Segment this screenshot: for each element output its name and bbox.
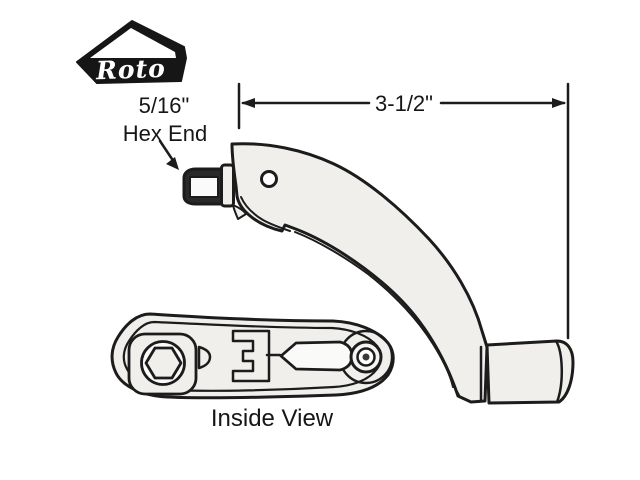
retainer-clip xyxy=(231,329,271,383)
detent-bump xyxy=(197,345,212,370)
arrowhead-left-icon xyxy=(241,98,255,108)
hex-socket xyxy=(144,346,183,380)
crank-side-view xyxy=(182,142,575,405)
arrowhead-right-icon xyxy=(552,98,566,108)
pivot-hole xyxy=(260,170,278,188)
crank-handle-body xyxy=(230,142,489,404)
inside-view-label: Inside View xyxy=(211,405,334,432)
arm-tip-facet xyxy=(451,382,460,396)
head-wedge-detail xyxy=(232,204,247,220)
crank-inside-view xyxy=(110,312,395,400)
hex-shaft-face xyxy=(189,176,219,198)
dimension-label: 3-1/2" xyxy=(375,91,433,116)
hex-end-arrowhead-icon xyxy=(166,157,179,170)
shaft-collar xyxy=(220,163,235,208)
dimension-annotation xyxy=(237,82,570,340)
logo-roof-inner xyxy=(90,28,176,58)
hex-size-label: 5/16" xyxy=(139,93,190,118)
lever-detail xyxy=(279,340,354,372)
hex-end-annotation: 5/16" Hex End xyxy=(123,93,207,170)
hex-end-label: Hex End xyxy=(123,121,207,146)
knob-cap-line xyxy=(554,339,564,404)
housing-inner-outline xyxy=(122,320,382,392)
roto-logo: Roto xyxy=(76,20,187,85)
logo-brand-text: Roto xyxy=(95,54,167,85)
hex-end-leader-line xyxy=(158,139,176,164)
spindle-hole-center xyxy=(362,353,370,361)
arm-inner-contour xyxy=(240,196,454,388)
handle-knob xyxy=(485,339,575,405)
